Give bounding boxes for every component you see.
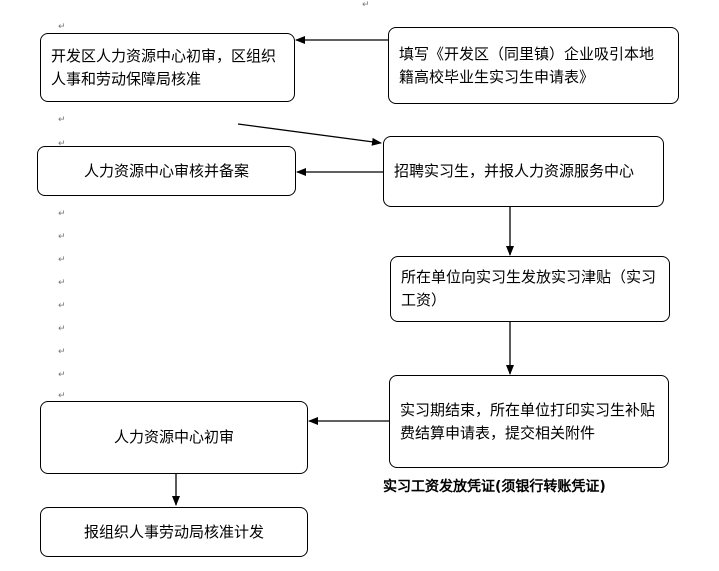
- payment-voucher-caption: 实习工资发放凭证(须银行转账凭证): [383, 479, 606, 495]
- node-recruit-text: 招聘实习生，并报人力资源服务中心: [394, 162, 635, 180]
- node-pay-allowance: 所在单位向实习生发放实习津贴（实习工资）: [390, 256, 670, 322]
- arrow-review-to-recruit: [237, 123, 382, 146]
- node-recruit: 招聘实习生，并报人力资源服务中心: [383, 136, 664, 207]
- node-submit-approval-text: 报组织人事劳动局核准计发: [83, 522, 264, 541]
- node-internship-end-text: 实习期结束，所在单位打印实习生补贴费结算申请表，提交相关附件: [400, 400, 656, 442]
- paragraph-mark: ↵: [58, 301, 66, 311]
- paragraph-mark: ↵: [58, 278, 66, 288]
- paragraph-mark: ↵: [58, 232, 66, 242]
- paragraph-mark: ↵: [58, 255, 66, 265]
- paragraph-mark: ↵: [58, 324, 66, 334]
- paragraph-mark: ↵: [58, 22, 66, 32]
- paragraph-mark: ↵: [58, 370, 66, 380]
- paragraph-mark: ↵: [58, 209, 66, 219]
- node-hr-filing-text: 人力资源中心审核并备案: [83, 161, 249, 180]
- paragraph-mark: ↵: [362, 0, 370, 10]
- node-district-review-text: 开发区人力资源中心初审，区组织人事和劳动保障局核准: [51, 46, 277, 88]
- node-hr-filing: 人力资源中心审核并备案: [37, 146, 296, 196]
- node-submit-approval: 报组织人事劳动局核准计发: [40, 507, 308, 557]
- node-fill-form: 填写《开发区（同里镇）企业吸引本地籍高校毕业生实习生申请表》: [388, 27, 679, 104]
- node-pay-allowance-text: 所在单位向实习生发放实习津贴（实习工资）: [401, 268, 657, 309]
- paragraph-mark: ↵: [58, 115, 66, 125]
- node-district-review: 开发区人力资源中心初审，区组织人事和劳动保障局核准: [40, 33, 295, 102]
- node-fill-form-text: 填写《开发区（同里镇）企业吸引本地籍高校毕业生实习生申请表》: [399, 44, 655, 86]
- node-hr-initial-review-text: 人力资源中心初审: [113, 428, 234, 446]
- node-internship-end: 实习期结束，所在单位打印实习生补贴费结算申请表，提交相关附件: [389, 375, 669, 468]
- paragraph-mark: ↵: [58, 391, 66, 401]
- paragraph-mark: ↵: [58, 139, 66, 149]
- node-hr-initial-review: 人力资源中心初审: [40, 401, 308, 474]
- paragraph-mark: ↵: [58, 347, 66, 357]
